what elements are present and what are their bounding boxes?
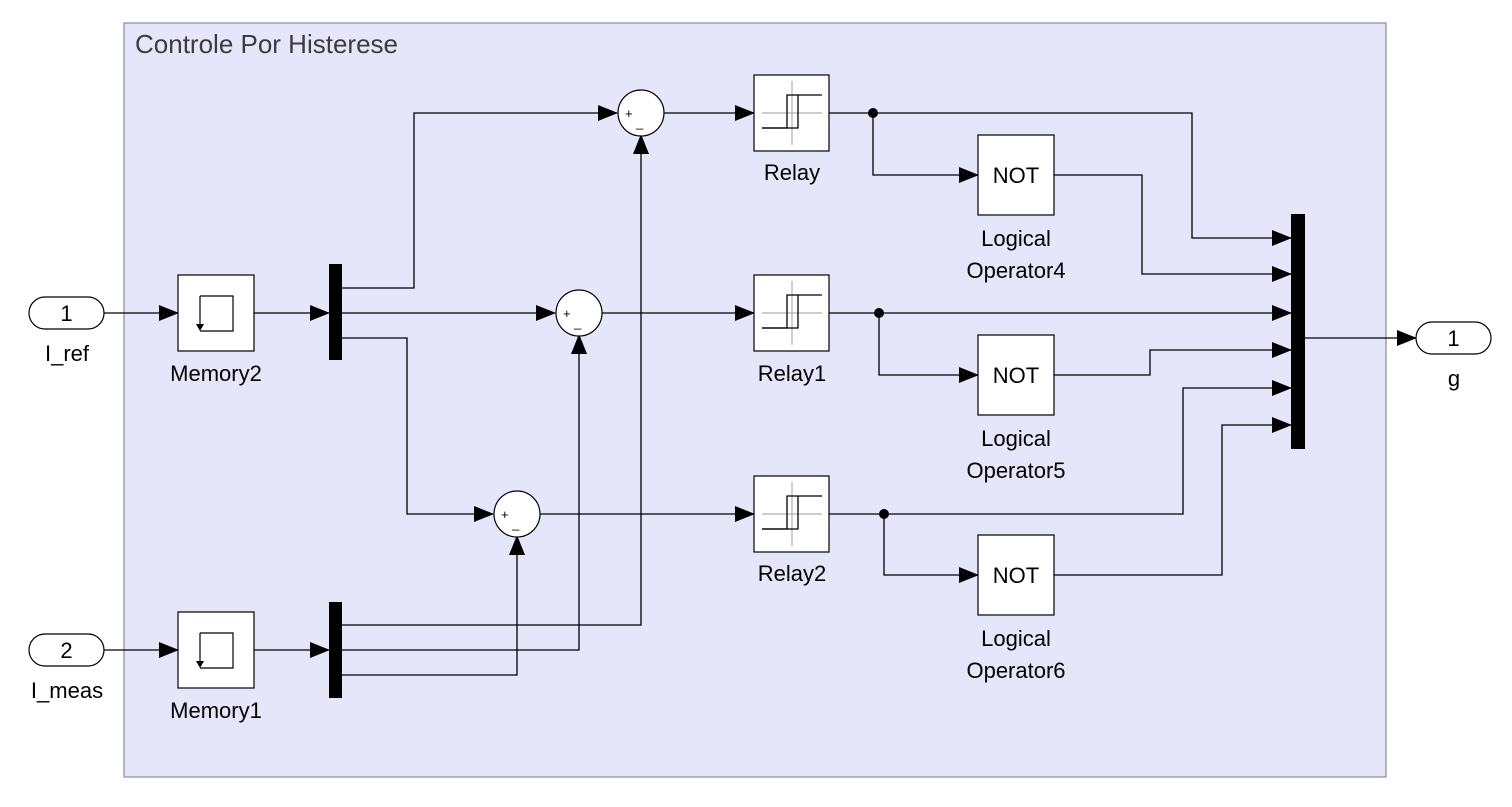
relay-block[interactable] xyxy=(753,74,830,152)
sum-block-bottom[interactable]: + _ xyxy=(493,490,541,538)
not-block-operator5[interactable]: NOT xyxy=(977,334,1055,416)
operator4-label-line1: Logical xyxy=(981,226,1051,251)
svg-text:NOT: NOT xyxy=(993,563,1039,588)
not-block-operator6[interactable]: NOT xyxy=(977,534,1055,616)
demux-iref[interactable] xyxy=(329,264,342,360)
svg-text:+: + xyxy=(625,106,633,121)
demux-imeas[interactable] xyxy=(329,602,342,698)
memory2-block[interactable] xyxy=(177,274,255,352)
svg-text:1: 1 xyxy=(1447,326,1459,351)
operator6-label-line2: Operator6 xyxy=(966,658,1065,683)
outport-g-label: g xyxy=(1448,366,1460,391)
sum-block-middle[interactable]: + _ xyxy=(555,289,603,337)
memory1-block[interactable] xyxy=(177,611,255,689)
svg-text:+: + xyxy=(501,507,509,522)
sum-block-top[interactable]: + _ xyxy=(617,89,665,137)
svg-text:_: _ xyxy=(573,315,582,330)
svg-text:_: _ xyxy=(635,115,644,130)
memory1-label: Memory1 xyxy=(170,698,262,723)
not-block-operator4[interactable]: NOT xyxy=(977,134,1055,216)
svg-text:_: _ xyxy=(511,516,520,531)
operator6-label-line1: Logical xyxy=(981,626,1051,651)
operator5-label-line1: Logical xyxy=(981,426,1051,451)
mux-output[interactable] xyxy=(1291,214,1305,449)
inport-imeas-label: I_meas xyxy=(31,678,103,703)
outport-g[interactable]: 1 xyxy=(1415,321,1492,355)
memory2-label: Memory2 xyxy=(170,361,262,386)
relay2-label: Relay2 xyxy=(758,561,826,586)
relay-label: Relay xyxy=(764,160,820,185)
inport-iref[interactable]: 1 xyxy=(28,296,105,330)
signal-wires xyxy=(104,105,1417,676)
subsystem-title: Controle Por Histerese xyxy=(135,29,398,59)
inport-iref-label: I_ref xyxy=(45,341,90,366)
operator5-label-line2: Operator5 xyxy=(966,458,1065,483)
svg-text:NOT: NOT xyxy=(993,163,1039,188)
svg-text:2: 2 xyxy=(60,638,72,663)
svg-text:1: 1 xyxy=(60,301,72,326)
relay1-block[interactable] xyxy=(753,274,830,352)
inport-imeas[interactable]: 2 xyxy=(28,633,105,667)
svg-text:+: + xyxy=(563,306,571,321)
operator4-label-line2: Operator4 xyxy=(966,258,1065,283)
svg-text:NOT: NOT xyxy=(993,363,1039,388)
relay2-block[interactable] xyxy=(753,475,830,553)
relay1-label: Relay1 xyxy=(758,361,826,386)
